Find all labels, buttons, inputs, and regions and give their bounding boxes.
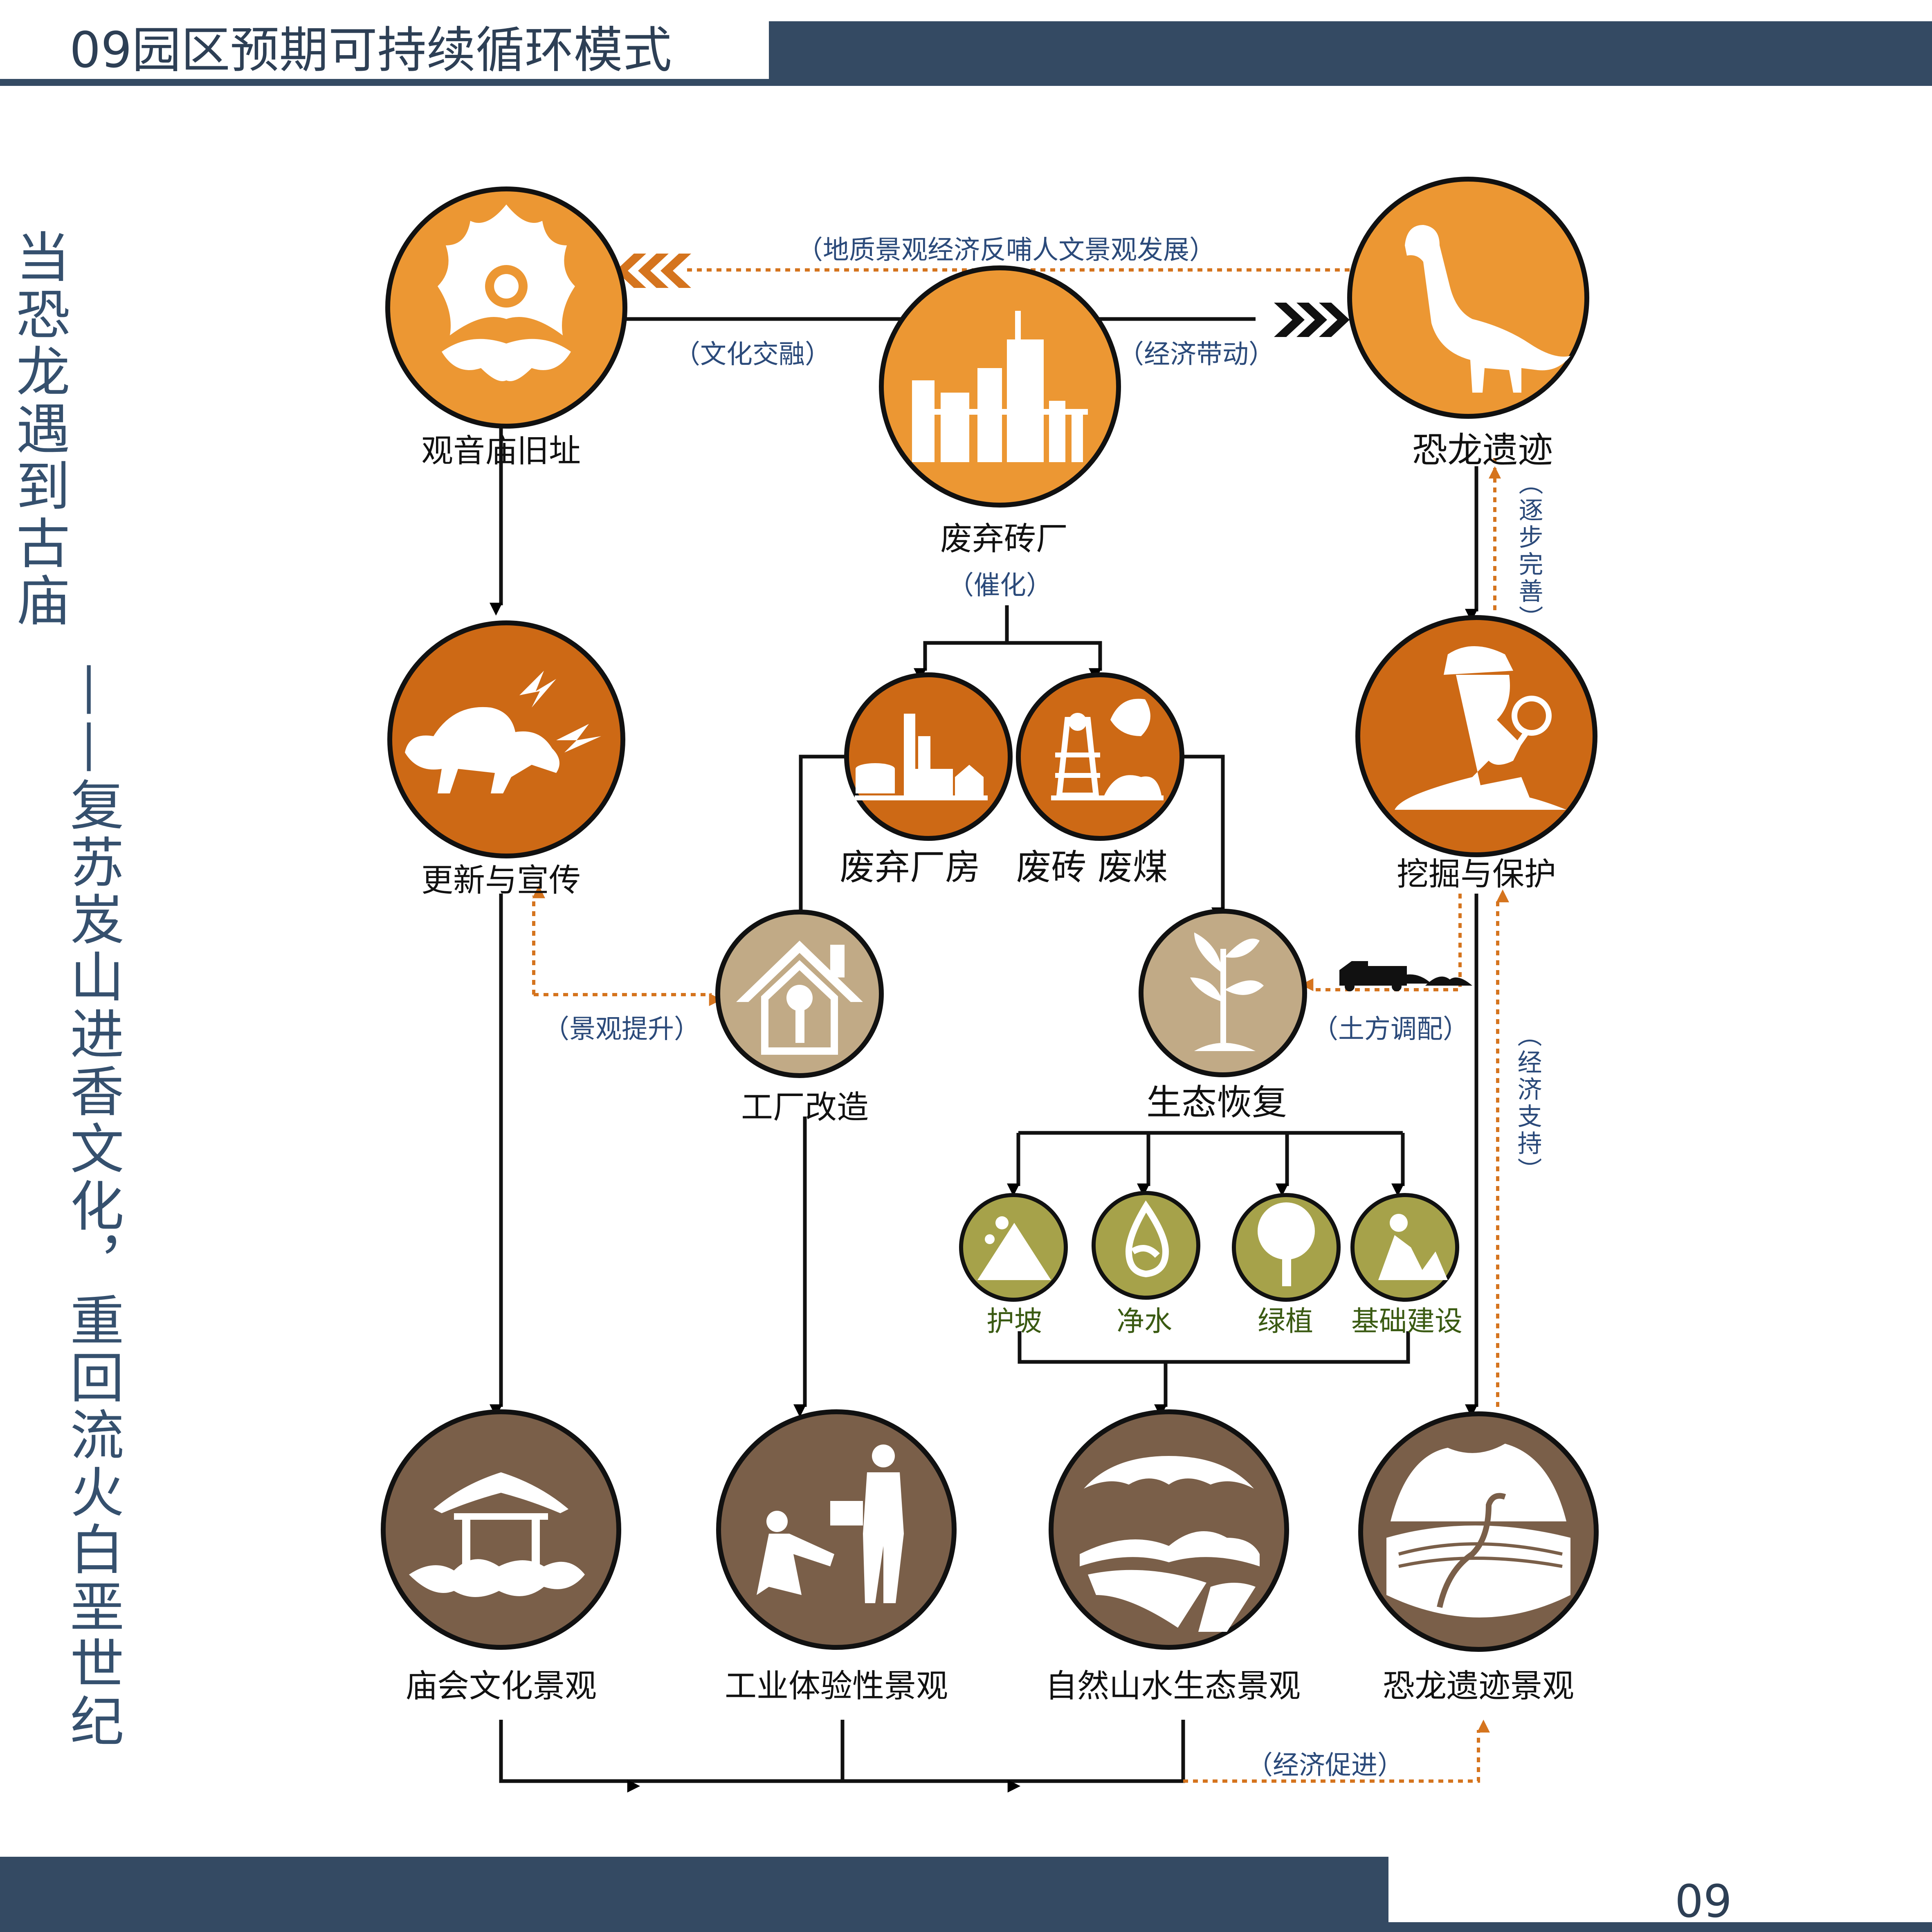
brick-coal-circle [1016, 672, 1184, 841]
header-underline [0, 79, 769, 86]
plant-icon [855, 714, 988, 800]
flow-economic-drive: （经济带动） [1118, 339, 1275, 370]
flow-catalyze: （催化） [948, 571, 1052, 601]
side-title-sub: ——复苏岌山进香文化，重回流火白垩世纪 [61, 663, 124, 1750]
label-dinosaur-ruins: 恐龙遗迹 [1412, 430, 1553, 471]
flow-landscape-upgrade: （景观提升） [543, 1014, 700, 1045]
arrow-coal-eco [1182, 755, 1225, 921]
dot-earthwork [1300, 894, 1462, 991]
arrow-building-reform [789, 755, 846, 927]
industrial-circle [716, 1409, 957, 1650]
dino-landscape-circle [1358, 1411, 1599, 1652]
side-title-main: 当恐龙遇到古庙 [7, 229, 70, 630]
flow-geo-feedback: （地质景观经济反哺人文景观发展） [797, 235, 1215, 265]
flow-culture-blend: （文化交融） [674, 339, 831, 370]
guanyin-temple-circle [385, 186, 627, 429]
flow-gradual-improve: （逐步完善） [1514, 470, 1543, 632]
label-excavation: 挖掘与保护 [1396, 856, 1557, 893]
slope-icon [977, 1216, 1051, 1280]
label-brick-factory: 废弃砖厂 [940, 521, 1068, 557]
archaeologist-icon [1395, 646, 1566, 810]
worker-icon [1378, 1214, 1448, 1280]
footer-right-bar [1388, 1922, 1932, 1932]
label-eco-restore: 生态恢复 [1146, 1082, 1287, 1123]
factory-icon [912, 311, 1088, 462]
economic-drive-chevrons [1274, 303, 1350, 337]
label-temple-fair: 庙会文化景观 [405, 1668, 597, 1705]
label-industrial: 工业体验性景观 [724, 1668, 948, 1705]
pavilion-icon [409, 1472, 585, 1597]
eco-merge-bar [1018, 1331, 1410, 1364]
label-brick-coal: 废砖 废煤 [1016, 847, 1168, 888]
footer-bar [0, 1857, 1388, 1932]
buddha-icon [438, 204, 575, 381]
sprout-icon [1190, 932, 1264, 1051]
factory-reform-circle [715, 910, 884, 1078]
label-guanyin: 观音庙旧址 [421, 433, 581, 470]
eco-restore-circle [1139, 909, 1307, 1077]
flow-earthwork: （土方调配） [1312, 1014, 1469, 1045]
slope-circle [959, 1193, 1068, 1302]
label-dino-landscape: 恐龙遗迹景观 [1382, 1668, 1575, 1705]
label-water: 净水 [1116, 1305, 1173, 1338]
page-title: 09园区预期可持续循环模式 [70, 22, 672, 79]
label-natural: 自然山水生态景观 [1045, 1668, 1301, 1705]
excavation-circle [1355, 615, 1597, 857]
geo-feedback-chevrons [616, 254, 691, 288]
label-factory-building: 废弃厂房 [840, 847, 980, 888]
water-drop-icon [1125, 1200, 1169, 1278]
bull-icon [405, 671, 601, 793]
arrow-catalyze-left [914, 605, 1009, 681]
label-slope: 护坡 [986, 1305, 1042, 1338]
greening-circle [1232, 1193, 1341, 1302]
brick-factory-circle [879, 265, 1121, 508]
fossil-icon [1386, 1444, 1570, 1617]
landscape-icon [1080, 1456, 1260, 1632]
header-bar [769, 21, 1932, 86]
factory-building-circle [844, 672, 1013, 841]
flow-economic-support: （经济支持） [1513, 1022, 1542, 1184]
tree-icon [1258, 1202, 1315, 1286]
label-factory-reform: 工厂改造 [741, 1089, 869, 1126]
page-number: 09 [1675, 1875, 1732, 1928]
water-circle [1092, 1191, 1200, 1300]
people-icon [757, 1445, 904, 1603]
temple-fair-circle [381, 1409, 621, 1650]
renew-circle [387, 620, 625, 858]
label-infrastructure: 基础建设 [1351, 1305, 1463, 1338]
label-renew: 更新与宣传 [421, 862, 581, 899]
house-key-icon [736, 941, 863, 1055]
page-number-underline [1644, 1924, 1771, 1927]
truck-icon [1339, 961, 1472, 991]
dinosaur-icon [1405, 225, 1570, 393]
natural-circle [1049, 1409, 1289, 1650]
dinosaur-ruins-circle [1347, 177, 1589, 419]
label-greening: 绿植 [1257, 1305, 1314, 1338]
infrastructure-circle [1350, 1193, 1459, 1302]
arrow-catalyze-right [1007, 641, 1102, 681]
flow-economic-promote: （经济促进） [1247, 1750, 1404, 1781]
dot-economic-promote [1183, 1719, 1490, 1783]
mine-icon [1051, 699, 1164, 800]
